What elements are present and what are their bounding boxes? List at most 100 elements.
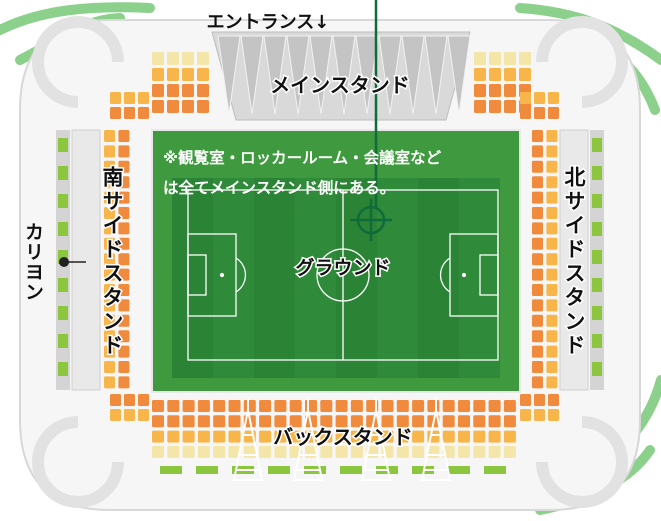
back-stand-seat <box>320 415 333 428</box>
corner-seat <box>534 394 545 406</box>
gallery-accent <box>58 334 68 348</box>
north-side-seat <box>532 284 543 296</box>
main-stand-seat <box>474 68 486 81</box>
south-side-seat <box>104 284 115 296</box>
carillon-label: カリヨン <box>22 222 44 302</box>
back-stand-seat <box>320 430 333 443</box>
gallery-accent <box>592 306 602 320</box>
back-stand-seat <box>182 445 195 458</box>
main-stand-roof <box>211 31 471 121</box>
floodlight-towers <box>232 398 452 481</box>
south-side-seat <box>104 222 115 235</box>
corner-seat <box>110 394 121 406</box>
back-stand-seat <box>182 430 195 443</box>
north-side-seat <box>532 268 543 281</box>
south-side-seat <box>118 361 130 373</box>
back-stand-seat <box>274 430 287 443</box>
main-stand-seat <box>504 84 516 97</box>
main-stand-seat <box>519 68 531 81</box>
back-stand-seat <box>412 430 425 443</box>
back-stand-seat <box>152 430 164 443</box>
back-stand-seat <box>182 415 195 428</box>
back-stand-seat <box>503 430 516 443</box>
gallery-accent <box>58 194 68 208</box>
back-stand-seat <box>259 415 272 428</box>
north-side-seat <box>532 130 543 142</box>
roof-panel <box>309 35 333 115</box>
south-side-seat <box>118 160 130 173</box>
south-side-seat <box>118 237 130 250</box>
floodlight-tower <box>420 398 452 481</box>
back-stand-seat <box>381 430 394 443</box>
roof-panel <box>447 35 471 115</box>
gallery-accent <box>448 466 470 474</box>
back-stand-seat <box>152 415 164 428</box>
main-stand-seat <box>167 68 179 81</box>
south-side-seat <box>118 268 130 281</box>
back-stand-seat <box>182 400 195 412</box>
back-stand-seat <box>396 430 409 443</box>
back-stand-seat <box>243 400 256 412</box>
back-stand-seat <box>473 415 486 428</box>
carillon-marker <box>59 257 86 267</box>
south-side-seat <box>118 130 130 142</box>
back-stand-seat <box>412 445 425 458</box>
main-stand-seat <box>152 52 164 65</box>
gallery-accent <box>196 466 218 474</box>
main-stand-seat <box>519 52 531 65</box>
roof-panel <box>424 35 448 115</box>
corner-seat <box>548 107 559 119</box>
back-stand-seat <box>412 415 425 428</box>
gallery-accent <box>340 466 362 474</box>
north-side-seat <box>546 176 558 189</box>
pitch-stripe <box>254 178 295 378</box>
back-stand-seat <box>213 430 226 443</box>
back-stand-seat <box>213 415 226 428</box>
north-side-seat <box>546 314 558 327</box>
main-stand-seat <box>167 84 179 97</box>
north-side-seat <box>546 237 558 250</box>
south-side-seat <box>118 284 130 296</box>
back-stand-seat <box>503 400 516 412</box>
south-side-seat <box>118 191 130 204</box>
corner-seat <box>534 92 545 104</box>
back-stand-seat <box>228 430 241 443</box>
gallery-accent <box>592 278 602 292</box>
south-side-seat <box>104 376 115 389</box>
south-side-seat <box>104 299 115 312</box>
back-stand-seat <box>350 445 363 458</box>
seating-blocks <box>104 52 559 458</box>
south-side-seat <box>104 345 115 358</box>
back-stand-seat <box>289 415 302 428</box>
floodlight-tower <box>292 398 324 481</box>
back-stand-seat <box>152 445 164 458</box>
back-stand-seat <box>274 445 287 458</box>
back-stand-seat <box>458 430 470 443</box>
north-side-seat <box>532 176 543 189</box>
north-side-seat <box>546 361 558 373</box>
back-stand-seat <box>243 445 256 458</box>
roof-panel <box>263 35 287 115</box>
back-stand-seat <box>259 430 272 443</box>
gallery-accent <box>592 334 602 348</box>
main-stand-seat <box>197 84 209 97</box>
south-side-seat <box>104 176 115 189</box>
north-side-seat <box>532 237 543 250</box>
north-side-seat <box>532 160 543 173</box>
back-stand-seat <box>488 400 501 412</box>
back-stand-seat <box>197 445 210 458</box>
back-stand-seat <box>289 400 302 412</box>
back-stand-seat <box>473 430 486 443</box>
south-side-seat <box>104 253 115 266</box>
north-side-seat <box>532 299 543 312</box>
back-stand-seat <box>503 415 516 428</box>
main-stand-seat <box>182 100 194 113</box>
south-side-seat <box>118 330 130 343</box>
north-side-seat <box>546 191 558 204</box>
south-side-seat <box>118 145 130 158</box>
floodlight-tower <box>232 398 264 481</box>
south-side-seat <box>104 160 115 173</box>
south-side-seat <box>118 314 130 327</box>
north-side-seat <box>546 268 558 281</box>
